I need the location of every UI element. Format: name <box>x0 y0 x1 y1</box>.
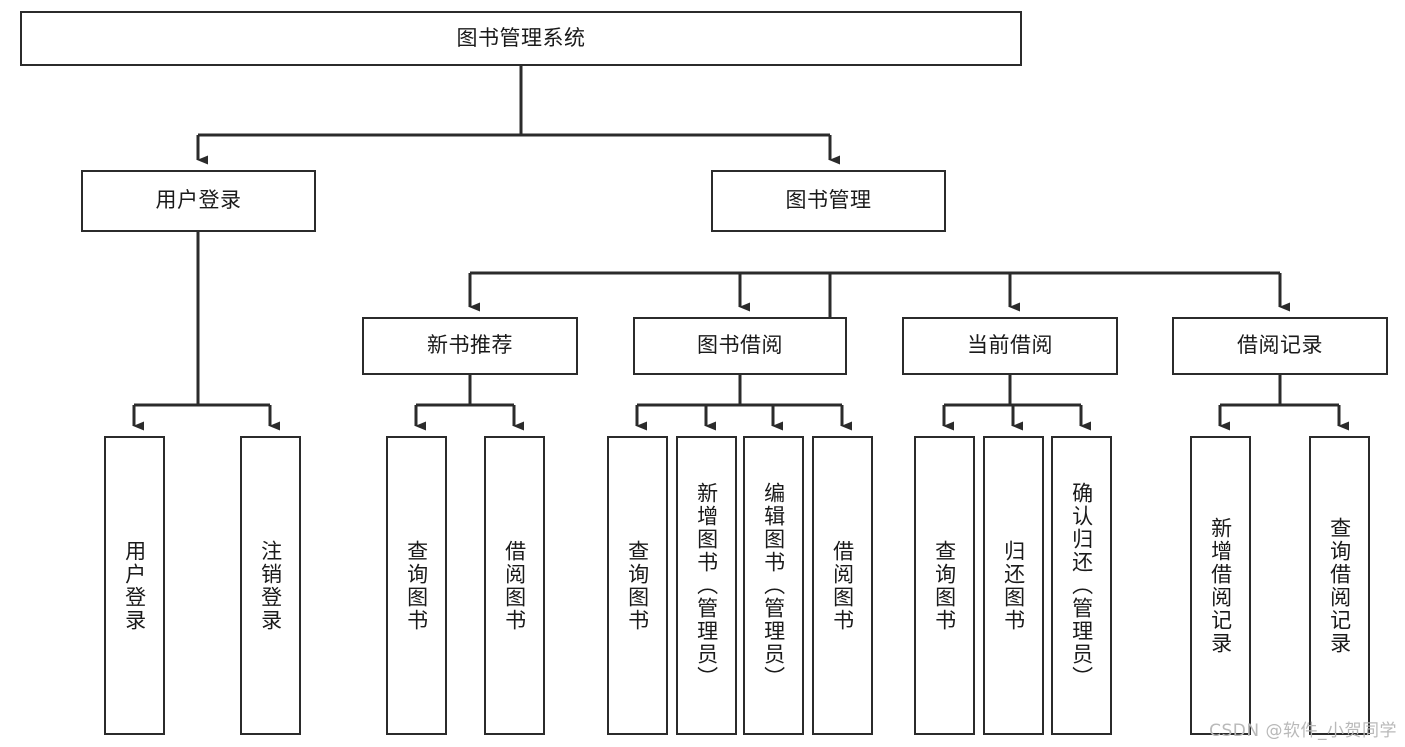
leaf-node-label: 编辑图书（管理员） <box>761 482 786 689</box>
node-new-book-recommend[interactable]: 新书推荐 <box>362 317 578 375</box>
leaf-node-label: 确认归还（管理员） <box>1069 482 1094 689</box>
leaf-node[interactable]: 新增借阅记录 <box>1190 436 1251 735</box>
node-current-borrow[interactable]: 当前借阅 <box>902 317 1118 375</box>
node-book-borrow-label: 图书借阅 <box>697 333 783 358</box>
leaf-node[interactable]: 确认归还（管理员） <box>1051 436 1112 735</box>
leaf-node-label: 查询图书 <box>625 539 650 632</box>
node-borrow-records[interactable]: 借阅记录 <box>1172 317 1388 375</box>
leaf-node[interactable]: 查询图书 <box>914 436 975 735</box>
node-root[interactable]: 图书管理系统 <box>20 11 1022 66</box>
leaf-node-label: 借阅图书 <box>502 539 527 632</box>
node-root-label: 图书管理系统 <box>456 25 586 50</box>
leaf-node-label: 归还图书 <box>1001 539 1026 632</box>
leaf-node[interactable]: 注销登录 <box>240 436 301 735</box>
node-book-management-label: 图书管理 <box>785 188 872 213</box>
leaf-node[interactable]: 查询借阅记录 <box>1309 436 1370 735</box>
node-user-login-label: 用户登录 <box>155 188 242 213</box>
leaf-node[interactable]: 借阅图书 <box>484 436 545 735</box>
leaf-node[interactable]: 查询图书 <box>386 436 447 735</box>
leaf-node-label: 查询图书 <box>404 539 429 632</box>
node-new-book-recommend-label: 新书推荐 <box>427 333 513 358</box>
node-user-login[interactable]: 用户登录 <box>81 170 316 232</box>
leaf-node-label: 新增图书（管理员） <box>694 482 719 689</box>
leaf-node-label: 新增借阅记录 <box>1208 516 1233 655</box>
leaf-node[interactable]: 新增图书（管理员） <box>676 436 737 735</box>
leaf-node-label: 借阅图书 <box>830 539 855 632</box>
node-borrow-records-label: 借阅记录 <box>1237 333 1323 358</box>
watermark-text: CSDN @软件_小贺同学 <box>1209 721 1397 741</box>
leaf-node-label: 查询借阅记录 <box>1327 516 1352 655</box>
node-current-borrow-label: 当前借阅 <box>967 333 1053 358</box>
leaf-node[interactable]: 借阅图书 <box>812 436 873 735</box>
node-book-borrow[interactable]: 图书借阅 <box>633 317 847 375</box>
leaf-node[interactable]: 用户登录 <box>104 436 165 735</box>
node-book-management[interactable]: 图书管理 <box>711 170 946 232</box>
leaf-node[interactable]: 编辑图书（管理员） <box>743 436 804 735</box>
leaf-node[interactable]: 归还图书 <box>983 436 1044 735</box>
leaf-node[interactable]: 查询图书 <box>607 436 668 735</box>
leaf-node-label: 查询图书 <box>932 539 957 632</box>
leaf-node-label: 注销登录 <box>258 539 283 632</box>
leaf-node-label: 用户登录 <box>122 539 147 632</box>
